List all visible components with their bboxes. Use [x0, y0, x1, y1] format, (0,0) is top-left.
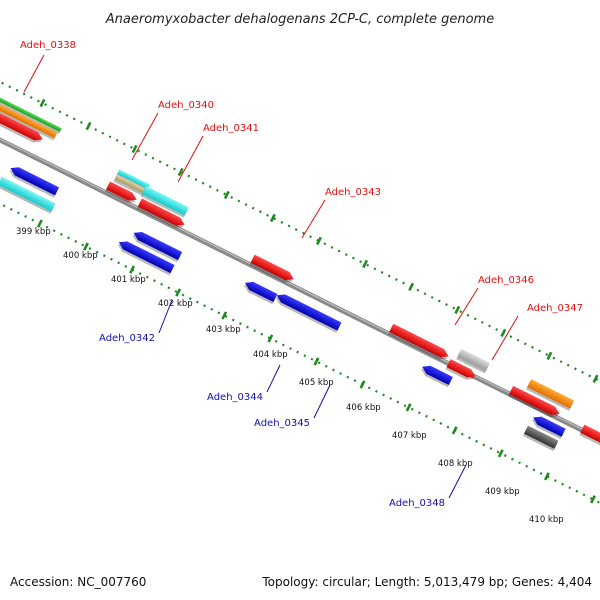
- scale-label: 408 kbp: [438, 459, 473, 469]
- grey-feature: [457, 348, 490, 372]
- scale-label: 402 kbp: [158, 299, 193, 309]
- orange-feature: [0, 93, 58, 139]
- ruler-tick: [36, 219, 43, 228]
- gene-label[interactable]: Adeh_0343: [325, 187, 381, 198]
- ruler-tick: [85, 121, 92, 131]
- forward-ruler: [0, 74, 600, 443]
- forward-cds: [446, 359, 476, 378]
- ruler-tick: [223, 190, 230, 200]
- forward-cds: [0, 100, 43, 141]
- scale-label: 407 kbp: [392, 431, 427, 441]
- ruler-tick: [362, 259, 369, 269]
- gene-leader-line: [491, 315, 519, 361]
- ruler-tick: [39, 98, 46, 108]
- gene-label[interactable]: Adeh_0347: [527, 303, 583, 314]
- accession-label: Accession: NC_007760: [10, 575, 146, 589]
- reverse-cds: [422, 365, 453, 386]
- ruler-tick: [177, 167, 184, 177]
- scale-label: 401 kbp: [111, 275, 146, 285]
- reverse-cds: [118, 241, 175, 274]
- forward-cds: [137, 198, 185, 226]
- genome-backbone: [0, 119, 600, 491]
- forward-cds: [389, 323, 449, 358]
- forward-cds: [509, 385, 560, 415]
- ruler-tick: [316, 236, 322, 246]
- ruler-tick: [129, 265, 136, 274]
- forward-cds: [106, 181, 137, 201]
- gene-leader-line: [454, 287, 479, 326]
- ruler-tick: [405, 403, 412, 412]
- reverse-cds: [276, 294, 342, 331]
- forward-cds: [580, 424, 600, 448]
- ruler-tick: [451, 426, 458, 435]
- rna-feature: [117, 169, 150, 190]
- gene-leader-line: [158, 299, 173, 334]
- ruler-tick: [313, 357, 320, 366]
- gene-label[interactable]: Adeh_0348: [389, 498, 445, 509]
- scale-label: 410 kbp: [529, 515, 564, 525]
- ruler-tick: [83, 242, 89, 251]
- ruler-tick: [221, 311, 228, 320]
- ruler-tick: [497, 449, 504, 458]
- green-track-feature: [0, 88, 62, 132]
- ruler-tick: [269, 213, 276, 223]
- gene-leader-line: [301, 199, 326, 239]
- gene-label[interactable]: Adeh_0346: [478, 275, 534, 286]
- gene-label[interactable]: Adeh_0342: [99, 333, 155, 344]
- topology-label: Topology: circular; Length: 5,013,479 bp…: [261, 575, 592, 589]
- scale-label: 400 kbp: [63, 251, 98, 261]
- reverse-cds: [10, 167, 60, 196]
- gene-label[interactable]: Adeh_0340: [158, 100, 214, 111]
- scale-label: 409 kbp: [485, 487, 520, 497]
- gene-leader-line: [23, 54, 45, 93]
- reverse-ruler: [0, 172, 600, 541]
- ruler-tick: [592, 374, 599, 383]
- gene-leader-line: [177, 135, 204, 183]
- ruler-tick: [131, 144, 138, 154]
- gene-label[interactable]: Adeh_0341: [203, 123, 259, 134]
- gene-leader-line: [448, 464, 467, 499]
- map-title: Anaeromyxobacter dehalogenans 2CP-C, com…: [105, 12, 494, 27]
- reverse-cds: [245, 281, 278, 303]
- dark-feature: [524, 425, 559, 449]
- rna-feature: [0, 176, 56, 212]
- scale-label: 405 kbp: [299, 378, 334, 388]
- forward-cds: [250, 254, 294, 281]
- ruler-tick: [175, 288, 182, 297]
- ruler-tick: [267, 334, 274, 343]
- ruler-tick: [543, 472, 550, 481]
- ruler-tick: [546, 351, 553, 360]
- reverse-cds: [133, 231, 183, 261]
- ruler-tick: [408, 282, 415, 292]
- ruler-tick: [500, 328, 507, 338]
- ruler-tick: [454, 305, 461, 315]
- gene-leader-line: [131, 112, 159, 161]
- tan-feature: [114, 174, 146, 194]
- reverse-cds: [533, 416, 566, 437]
- green-track-feature-shadow: [0, 90, 61, 135]
- rna-feature: [141, 185, 189, 216]
- scale-label: 403 kbp: [206, 325, 241, 335]
- scale-label: 404 kbp: [253, 350, 288, 360]
- gene-label[interactable]: Adeh_0345: [254, 418, 310, 429]
- gene-leader-line: [313, 384, 331, 419]
- orange-feature: [527, 379, 575, 409]
- gene-leader-line: [266, 364, 281, 393]
- genome-track: [0, 74, 600, 541]
- ruler-tick: [359, 380, 366, 389]
- gene-label[interactable]: Adeh_0338: [20, 40, 76, 51]
- gene-label[interactable]: Adeh_0344: [207, 392, 263, 403]
- ruler-tick: [590, 495, 596, 504]
- scale-label: 406 kbp: [346, 403, 381, 413]
- scale-label: 399 kbp: [16, 227, 51, 237]
